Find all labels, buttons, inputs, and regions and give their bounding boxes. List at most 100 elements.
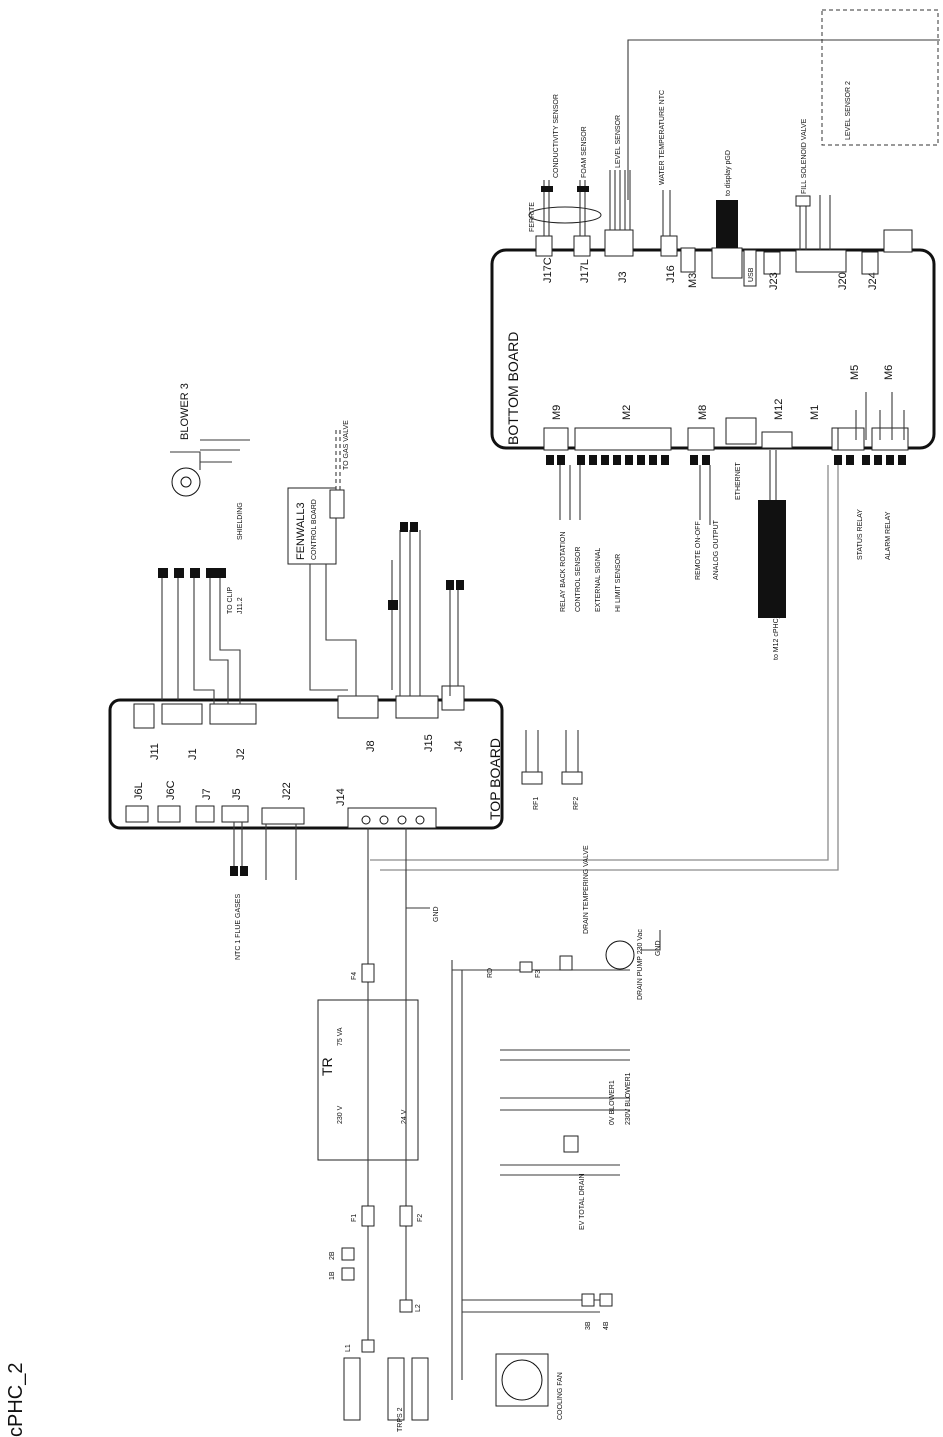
terminal-l2 [399, 1299, 413, 1313]
label-tr-va: 75 VA [337, 1027, 344, 1046]
rf-switch-leads [265, 824, 297, 880]
label-gnd: GND [655, 940, 662, 956]
connector-j22 [261, 807, 305, 825]
plug [456, 580, 464, 590]
ev-valve [563, 1135, 579, 1153]
label-f3: F3 [535, 970, 542, 978]
label-j11: J11 [149, 743, 161, 760]
label-analog: ANALOG OUTPUT [713, 519, 720, 580]
label-2b: 2B [329, 1251, 336, 1260]
label-ntc1: NTC 1 FLUE GASES [235, 894, 242, 960]
screw [886, 455, 894, 465]
label-gas-valve: TO GAS VALVE [343, 420, 350, 470]
plug [174, 568, 184, 578]
label-m2: M2 [621, 405, 633, 420]
top-board-label: TOP BOARD [487, 738, 503, 820]
label-j17l: J17L [579, 259, 591, 283]
label-blower: BLOWER 3 [179, 383, 191, 440]
label-f1: F1 [351, 1214, 358, 1222]
screw [557, 455, 565, 465]
plug [240, 866, 248, 876]
fuse-f3 [519, 961, 533, 973]
connector-j2 [209, 703, 257, 725]
screw [589, 455, 597, 465]
rf1-leads [525, 730, 539, 772]
label-j24: J24 [867, 272, 879, 290]
label-level2: LEVEL SENSOR 2 [845, 81, 852, 140]
label-rf1: RF1 [533, 797, 540, 810]
rf2-leads [565, 730, 579, 772]
label-shielding: SHIELDING [237, 502, 244, 540]
label-to-m12: to M12 cPHC_1 [773, 610, 780, 660]
label-j6l: J6L [133, 782, 145, 800]
label-drain-tempering: DRAIN TEMPERING VALVE [583, 845, 590, 934]
connector-j14 [347, 807, 437, 829]
sensor-wiring: FERRITE CONDUCTIVITY SENSOR FOAM SENSOR … [528, 9, 940, 250]
connector-power [883, 229, 913, 253]
plug [206, 568, 216, 578]
fill-valve-body [795, 195, 811, 207]
drain-valve [559, 955, 573, 971]
screw [649, 455, 657, 465]
label-rd: RD [487, 968, 494, 978]
j14-leads [367, 828, 430, 909]
connector-m3 [680, 247, 696, 273]
screw [613, 455, 621, 465]
label-4b: 4B [603, 1321, 610, 1330]
rf2-body [561, 771, 583, 785]
terminal-3b [581, 1293, 595, 1307]
terminal-ethernet [725, 417, 757, 445]
label-blower-0v: 0V BLOWER1 [609, 1080, 616, 1125]
wire-fill [799, 195, 831, 250]
screw [834, 455, 842, 465]
wire-ntc [662, 190, 671, 236]
label-j3: J3 [617, 271, 629, 283]
plug [190, 568, 200, 578]
screw [846, 455, 854, 465]
label-to-clip: TO CLIP [227, 587, 234, 614]
wire-m12 [769, 450, 777, 500]
blower-leads [200, 439, 250, 463]
wire-m9 [559, 465, 581, 520]
label-ferrite: FERRITE [529, 202, 536, 232]
transformer-leads [367, 870, 407, 1140]
label-j20: J20 [837, 272, 849, 290]
label-ethernet: ETHERNET [735, 462, 742, 500]
bottom-terminals: M9 M2 M8 M12 M1 M5 M6 [543, 365, 909, 451]
plug [230, 866, 238, 876]
label-display: to display pGD [725, 150, 732, 196]
top-board: TOP BOARD J11 J1 J2 J8 J15 J4 J6L J6C J7… [108, 685, 504, 830]
drain-pump [605, 940, 635, 970]
label-external: EXTERNAL SIGNAL [595, 548, 602, 612]
rf1-body [521, 771, 543, 785]
plug [577, 186, 589, 192]
label-m1: M1 [809, 405, 821, 420]
connector-j16 [660, 235, 678, 257]
label-status-relay: STATUS RELAY [857, 509, 864, 560]
label-1b: 1B [329, 1271, 336, 1280]
connector-j11 [133, 703, 155, 729]
label-j4: J4 [453, 740, 465, 752]
label-water-temp: WATER TEMPERATURE NTC [659, 90, 666, 185]
terminal-m8 [687, 427, 715, 451]
blower-wires [161, 575, 241, 704]
screw [874, 455, 882, 465]
blower-group: BLOWER 3 SHIELDING TO CLIP J11.2 [158, 383, 250, 704]
screw [625, 455, 633, 465]
terminal-circle [397, 815, 407, 825]
label-trps: TRPS 2 [397, 1407, 404, 1432]
wire-level [609, 170, 631, 230]
display-cable [716, 200, 738, 248]
connector-j4 [441, 685, 465, 711]
wire-m1-bus [370, 465, 839, 871]
trps-pe [411, 1357, 429, 1421]
label-j2: J2 [235, 748, 247, 760]
screw [577, 455, 585, 465]
connector-j24 [861, 251, 879, 275]
label-j8: J8 [365, 740, 377, 752]
fenwall-terminal [329, 489, 345, 519]
label-m6: M6 [883, 365, 895, 380]
terminal-m5 [837, 427, 865, 451]
fenwall-box [287, 487, 337, 565]
